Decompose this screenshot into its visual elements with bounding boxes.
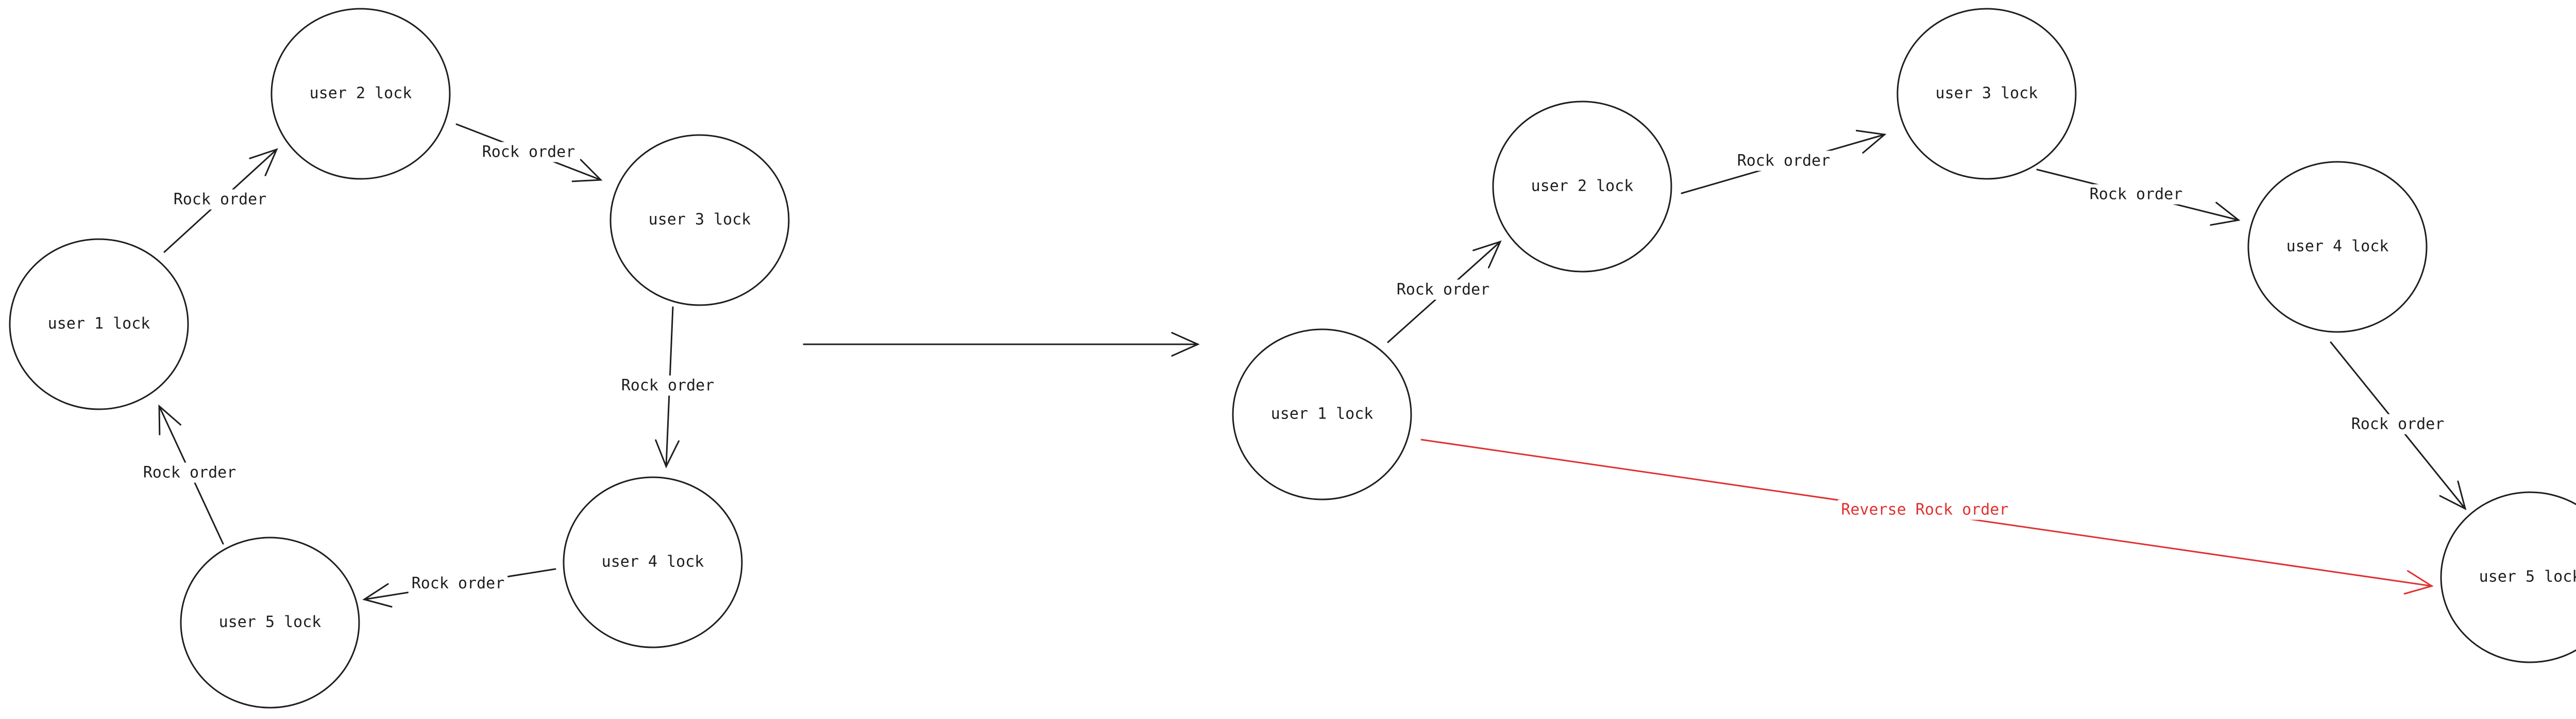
edge-label-background xyxy=(618,375,718,396)
edge-label: Rock order xyxy=(143,464,236,482)
node-right-user-4-lock[interactable]: user 4 lock xyxy=(2247,161,2428,333)
arrowhead-icon xyxy=(655,439,680,469)
arrowhead-icon xyxy=(2210,202,2241,226)
edge-label-background xyxy=(408,573,508,594)
node-left-user-3-lock[interactable]: user 3 lock xyxy=(609,134,790,306)
node-circle xyxy=(1232,328,1412,500)
edge-label: Rock order xyxy=(1397,281,1490,299)
node-circle xyxy=(1896,8,2077,180)
arrowhead-icon xyxy=(1171,332,1200,357)
edge-label-background xyxy=(2086,184,2186,205)
node-left-user-1-lock[interactable]: user 1 lock xyxy=(9,238,189,410)
node-circle xyxy=(9,238,189,410)
arrowhead-icon xyxy=(249,148,278,176)
node-right-user-2-lock[interactable]: user 2 lock xyxy=(1492,101,1672,273)
edge-right-5[interactable]: Reverse Rock order xyxy=(1420,439,2434,595)
node-label: user 3 lock xyxy=(1936,85,2038,103)
node-right-user-5-lock[interactable]: user 5 lock xyxy=(2440,491,2576,663)
edge-label-background xyxy=(1393,279,1493,300)
arrowhead-icon xyxy=(571,159,603,182)
arrowhead-icon xyxy=(2403,570,2434,595)
arrowhead-icon xyxy=(362,583,393,608)
arrowhead-icon xyxy=(158,404,181,436)
node-circle xyxy=(270,8,451,180)
edge-right-2[interactable]: Rock order xyxy=(1681,129,1887,194)
node-label: user 5 lock xyxy=(2479,568,2576,586)
arrowhead-icon xyxy=(1856,129,1887,154)
edge-label-background xyxy=(1838,499,2012,520)
node-left-user-4-lock[interactable]: user 4 lock xyxy=(563,476,743,648)
arrowhead-icon xyxy=(2439,480,2467,510)
node-label: user 1 lock xyxy=(1271,405,1374,423)
node-left-user-2-lock[interactable]: user 2 lock xyxy=(270,8,451,180)
node-circle xyxy=(563,476,743,648)
edge-left-4[interactable]: Rock order xyxy=(362,568,556,608)
edge-right-1[interactable]: Rock order xyxy=(1387,240,1502,343)
edge-label: Rock order xyxy=(2351,415,2445,433)
node-label: user 3 lock xyxy=(649,211,751,229)
node-right-user-1-lock[interactable]: user 1 lock xyxy=(1232,328,1412,500)
edge-label: Reverse Rock order xyxy=(1841,501,2008,519)
node-circle xyxy=(1492,101,1672,273)
edge-label-background xyxy=(170,189,270,210)
edge-label: Rock order xyxy=(412,575,505,593)
node-label: user 5 lock xyxy=(219,613,321,631)
edge-left-2[interactable]: Rock order xyxy=(455,123,603,182)
edge-label: Rock order xyxy=(174,191,267,209)
edge-label: Rock order xyxy=(482,143,575,161)
edge-right-4[interactable]: Rock order xyxy=(2330,341,2467,510)
edge-right-3[interactable]: Rock order xyxy=(2036,169,2241,226)
edge-label-background xyxy=(140,462,240,483)
node-label: user 2 lock xyxy=(1531,177,1634,195)
edge-label-background xyxy=(1734,151,1834,171)
node-circle xyxy=(2440,491,2576,663)
node-label: user 4 lock xyxy=(602,553,704,571)
edge-left-5[interactable]: Rock order xyxy=(140,404,240,545)
arrowhead-icon xyxy=(1472,240,1502,269)
edge-label-background xyxy=(479,142,579,162)
transition-arrow xyxy=(803,332,1200,357)
edge-label: Rock order xyxy=(621,377,715,395)
edge-label: Rock order xyxy=(1737,152,1831,170)
node-label: user 2 lock xyxy=(310,85,412,103)
node-circle xyxy=(609,134,790,306)
edge-left-3[interactable]: Rock order xyxy=(618,306,718,469)
edge-label: Rock order xyxy=(2090,186,2183,204)
node-circle xyxy=(180,537,360,709)
node-label: user 1 lock xyxy=(48,315,150,333)
node-right-user-3-lock[interactable]: user 3 lock xyxy=(1896,8,2077,180)
node-left-user-5-lock[interactable]: user 5 lock xyxy=(180,537,360,709)
node-label: user 4 lock xyxy=(2286,238,2389,256)
edge-label-background xyxy=(2348,414,2448,434)
node-circle xyxy=(2247,161,2428,333)
edge-left-1[interactable]: Rock order xyxy=(163,148,278,253)
